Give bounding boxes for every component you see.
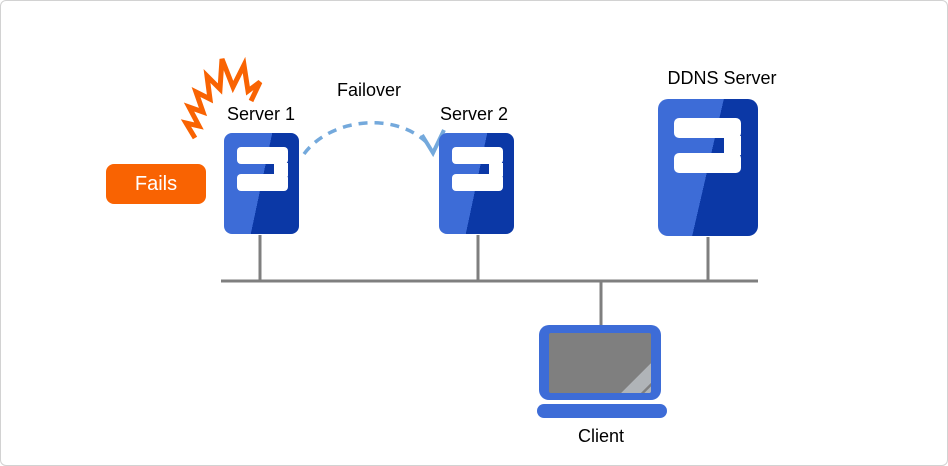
ddns-server-label: DDNS Server — [667, 68, 777, 88]
server-slot-link — [274, 163, 288, 176]
server-slot-bar — [237, 174, 288, 191]
screen-reflection-stripe — [584, 352, 651, 393]
laptop-base — [537, 404, 667, 418]
server-slot-bar — [237, 147, 288, 164]
server-slot-bar — [452, 147, 503, 164]
server1-label: Server 1 — [226, 104, 296, 124]
server-slot-bar — [674, 118, 741, 138]
client-laptop-icon — [539, 325, 661, 400]
failure-burst-icon — [180, 56, 263, 140]
server2-label: Server 2 — [439, 104, 509, 124]
failover-arc — [302, 121, 432, 156]
server-slot-link — [489, 163, 503, 176]
fails-badge-label: Fails — [134, 172, 178, 195]
server-slot-bar — [452, 174, 503, 191]
failover-label: Failover — [336, 80, 402, 100]
fails-badge: Fails — [106, 164, 206, 204]
server2-icon — [439, 133, 514, 234]
server-slot-link — [724, 136, 741, 155]
ddns-server-icon — [658, 99, 758, 236]
server1-icon — [224, 133, 299, 234]
client-label: Client — [577, 426, 625, 446]
laptop-screen — [549, 333, 651, 393]
server-slot-bar — [674, 153, 741, 173]
